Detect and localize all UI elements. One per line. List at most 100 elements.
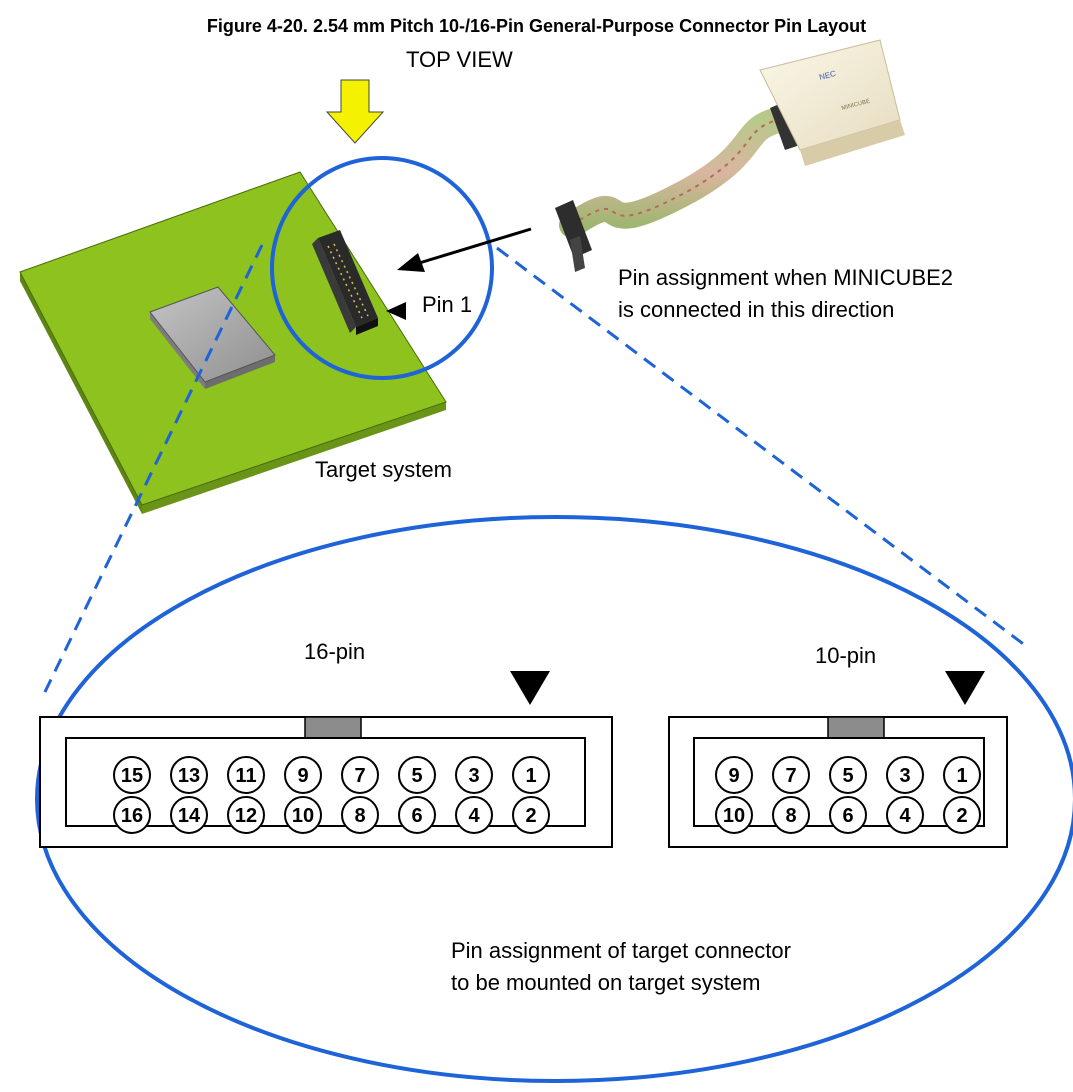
pin1-label: Pin 1 xyxy=(422,292,473,317)
pin-7: 7 xyxy=(341,756,379,794)
pin-number: 5 xyxy=(411,765,422,787)
pin-1: 1 xyxy=(512,756,550,794)
pin-circle xyxy=(886,796,924,834)
pin1-marker-16-icon xyxy=(510,671,550,705)
target-connector-note: Pin assignment of target connector to be… xyxy=(451,935,791,999)
pin-11: 11 xyxy=(227,756,265,794)
pin-1: 1 xyxy=(943,756,981,794)
pin-circle xyxy=(341,796,379,834)
pin-circle xyxy=(227,796,265,834)
pin-number: 6 xyxy=(842,805,853,827)
minicube-note-line2: is connected in this direction xyxy=(618,297,895,322)
figure-title: Figure 4-20. 2.54 mm Pitch 10-/16-Pin Ge… xyxy=(206,16,867,36)
minicube2-device: NEC MINICUBE xyxy=(555,39,905,272)
pin-8: 8 xyxy=(772,796,810,834)
pin-circle xyxy=(113,796,151,834)
minicube-note-line1: Pin assignment when MINICUBE2 xyxy=(618,265,954,290)
pin-2: 2 xyxy=(512,796,550,834)
pin-5: 5 xyxy=(398,756,436,794)
connector-16pin: 15 13 11 9 7 5 3 1 16 14 12 10 8 6 4 2 xyxy=(39,671,613,848)
pin-circle xyxy=(113,756,151,794)
callout-ellipse xyxy=(35,515,1073,1083)
pin-13: 13 xyxy=(170,756,208,794)
pin-circle xyxy=(512,756,550,794)
pin-number: 1 xyxy=(525,765,536,787)
callout-lines xyxy=(40,244,1027,699)
pin-9: 9 xyxy=(715,756,753,794)
pin-circle xyxy=(284,796,322,834)
pin-circle xyxy=(170,756,208,794)
connector-10pin: 9 7 5 3 1 10 8 6 4 2 xyxy=(668,671,1008,848)
pin-circle xyxy=(772,756,810,794)
pin1-marker-10-icon xyxy=(945,671,985,705)
pin-5: 5 xyxy=(829,756,867,794)
pin-circle xyxy=(170,796,208,834)
pin-circle xyxy=(886,756,924,794)
pin-circle xyxy=(943,796,981,834)
chip xyxy=(149,286,276,389)
minicube-note: Pin assignment when MINICUBE2 is connect… xyxy=(618,262,953,326)
magnifier-circle xyxy=(270,156,494,380)
pin-number: 2 xyxy=(956,805,967,827)
top-view-arrow-icon xyxy=(325,79,385,144)
pin-number: 8 xyxy=(354,805,365,827)
pin-4: 4 xyxy=(886,796,924,834)
connector-10-label: 10-pin xyxy=(815,643,877,668)
pin-number: 5 xyxy=(842,765,853,787)
pin-circle xyxy=(715,756,753,794)
pin-number: 12 xyxy=(235,805,257,827)
pin-circle xyxy=(341,756,379,794)
svg-text:NEC: NEC xyxy=(818,69,837,82)
pin-number: 2 xyxy=(525,805,536,827)
pin-circle xyxy=(398,796,436,834)
pin-circle xyxy=(227,756,265,794)
pin-7: 7 xyxy=(772,756,810,794)
pin-number: 6 xyxy=(411,805,422,827)
pin-4: 4 xyxy=(455,796,493,834)
pin-number: 1 xyxy=(956,765,967,787)
pin-number: 3 xyxy=(468,765,479,787)
pin-number: 9 xyxy=(297,765,308,787)
pin-circle xyxy=(829,796,867,834)
pin-circle xyxy=(455,796,493,834)
pin-circle xyxy=(715,796,753,834)
pin-6: 6 xyxy=(398,796,436,834)
pin-number: 4 xyxy=(899,805,911,827)
pin-circle xyxy=(943,756,981,794)
pin-number: 8 xyxy=(785,805,796,827)
pin-number: 16 xyxy=(121,805,143,827)
pin-10: 10 xyxy=(284,796,322,834)
direction-arrow-icon xyxy=(397,227,532,272)
pin-number: 10 xyxy=(292,805,314,827)
pin-2: 2 xyxy=(943,796,981,834)
pin-14: 14 xyxy=(170,796,208,834)
pin-3: 3 xyxy=(886,756,924,794)
target-system-label: Target system xyxy=(315,457,452,482)
pin-12: 12 xyxy=(227,796,265,834)
pin-number: 10 xyxy=(723,805,745,827)
pin-10: 10 xyxy=(715,796,753,834)
pin-circle xyxy=(455,756,493,794)
pin-circle xyxy=(829,756,867,794)
pin-8: 8 xyxy=(341,796,379,834)
pin-number: 7 xyxy=(354,765,365,787)
pin-15: 15 xyxy=(113,756,151,794)
pin-9: 9 xyxy=(284,756,322,794)
pin-number: 15 xyxy=(121,765,143,787)
target-connector-note-line1: Pin assignment of target connector xyxy=(451,938,791,963)
board-header-connector xyxy=(312,230,378,335)
pin-3: 3 xyxy=(455,756,493,794)
pin-16: 16 xyxy=(113,796,151,834)
pin1-pointer-icon xyxy=(386,302,406,320)
pin-circle xyxy=(772,796,810,834)
pin-circle xyxy=(284,756,322,794)
pin-number: 11 xyxy=(235,765,256,787)
pin-6: 6 xyxy=(829,796,867,834)
pin-number: 13 xyxy=(178,765,200,787)
pin-number: 4 xyxy=(468,805,480,827)
top-view-label: TOP VIEW xyxy=(406,47,513,72)
pin-number: 3 xyxy=(899,765,910,787)
pin-number: 7 xyxy=(785,765,796,787)
pin-number: 14 xyxy=(178,805,201,827)
